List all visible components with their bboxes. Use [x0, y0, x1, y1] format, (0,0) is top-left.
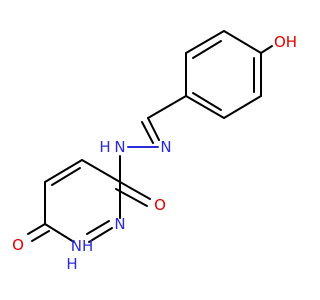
ring-bond	[185, 95, 225, 119]
keto-double-bond	[27, 223, 46, 235]
ring-nitrogen-label: N	[114, 215, 125, 233]
ring-nh-label: NH	[71, 237, 94, 255]
chemical-structure-diagram: OH N N H O N NH H O	[12, 30, 298, 273]
hydroxyl-bond	[260, 45, 273, 54]
imine-nitrogen-label: N	[160, 138, 171, 156]
ring-bond	[44, 223, 75, 243]
carbonyl-oxygen-label: O	[154, 196, 166, 214]
hydroxyl-label: OH	[274, 33, 297, 51]
pyridazinone-ring	[44, 159, 121, 243]
ring-bond	[44, 159, 83, 183]
carbonyl-double-bond	[115, 188, 148, 207]
ring-bond	[88, 227, 113, 243]
imine-double-bond	[147, 117, 160, 141]
hydrazide-nitrogen-label: N	[114, 138, 125, 156]
keto-double-bond	[31, 230, 50, 242]
carbonyl-double-bond	[119, 181, 151, 200]
hydrazide-hydrogen-label: H	[99, 138, 110, 156]
ring-bond	[81, 159, 121, 183]
imine-double-bond	[141, 121, 154, 144]
ring-bond	[86, 220, 110, 235]
aryl-methine-bond	[147, 95, 187, 119]
ring-bond	[185, 30, 225, 54]
keto-oxygen-label: O	[12, 236, 24, 254]
ring-bond	[223, 30, 262, 54]
ring-nh-hydrogen-label: H	[66, 255, 77, 273]
ring-bond	[192, 92, 222, 111]
ring-bond	[51, 167, 81, 186]
phenol-ring	[185, 30, 262, 119]
ring-bond	[192, 40, 222, 59]
ring-bond	[223, 95, 262, 119]
